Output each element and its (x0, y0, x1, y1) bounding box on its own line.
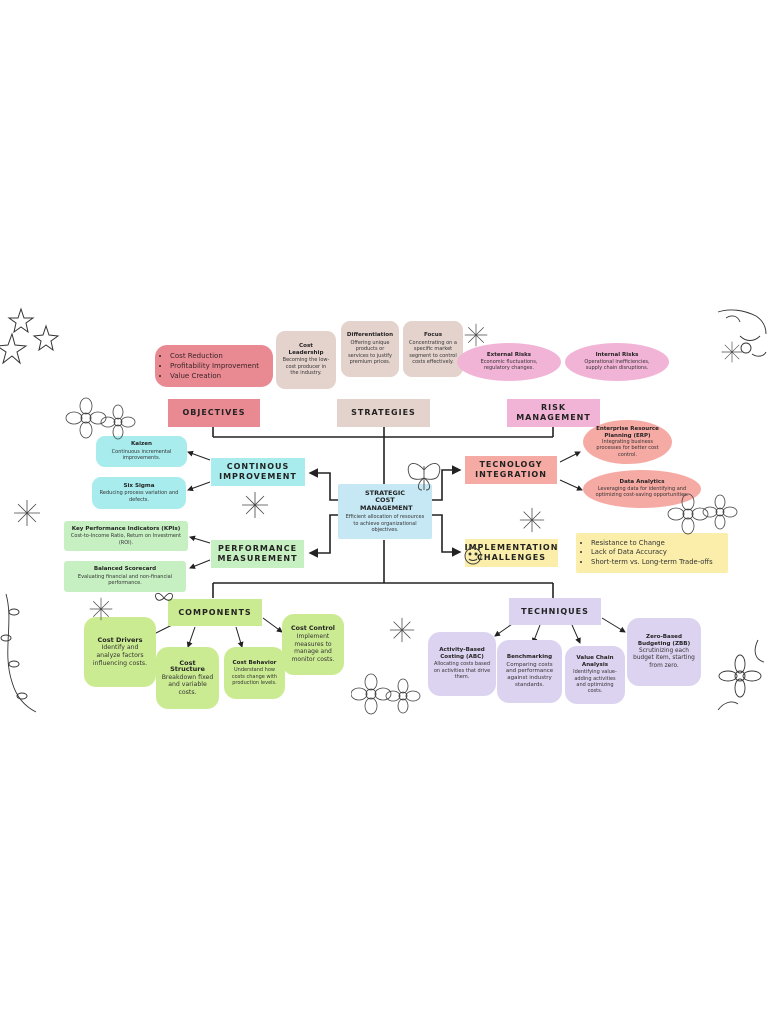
star-doodle-icon (0, 307, 60, 365)
performance-header: PERFORMANCE MEASUREMENT (211, 540, 304, 568)
continuous-desc: Continuous incremental improvements. (111, 448, 172, 462)
performance-card: Balanced Scorecard Evaluating financial … (64, 561, 186, 592)
strategy-card: Differentiation Offering unique products… (341, 321, 399, 377)
components-header: COMPONENTS (168, 599, 262, 626)
strategy-desc: Becoming the low-cost producer in the in… (282, 357, 330, 377)
flower-doodle-icon (351, 673, 421, 715)
component-card: Cost Structure Breakdown fixed and varia… (156, 647, 219, 709)
strategies-header: STRATEGIES (337, 399, 430, 427)
continuous-desc: Reducing process variation and defects. (99, 490, 179, 503)
component-title: Cost Drivers (97, 635, 143, 644)
component-desc: Implement measures to manage and monitor… (291, 633, 335, 663)
performance-card: Key Performance Indicators (KPIs) Cost-t… (64, 521, 188, 551)
sparkle-doodle-icon (519, 507, 545, 533)
technique-desc: Comparing costs and performance against … (505, 661, 554, 689)
component-title: Cost Control (291, 624, 335, 632)
technology-item: Data Analytics Leveraging data for ident… (583, 470, 701, 508)
component-card: Cost Control Implement measures to manag… (282, 614, 344, 675)
technique-desc: Allocating costs based on activities tha… (433, 661, 491, 681)
performance-desc: Cost-to-Income Ratio, Return on Investme… (70, 533, 182, 546)
technique-title: Zero-Based Budgeting (ZBB) (637, 634, 691, 647)
technique-card: Activity-Based Costing (ABC) Allocating … (428, 632, 496, 696)
technology-desc: Leveraging data for identifying and opti… (595, 485, 689, 499)
flower-doodle-icon (65, 397, 136, 440)
sparkle-doodle-icon (721, 341, 743, 363)
challenge-item: Lack of Data Accuracy (591, 548, 713, 558)
performance-title: Key Performance Indicators (KPIs) (71, 525, 181, 532)
technology-item: Enterprise Resource Planning (ERP) Integ… (583, 420, 672, 464)
risk-item: External Risks Economic fluctuations, re… (457, 343, 561, 381)
technique-card: Value Chain Analysis Identifying value-a… (565, 646, 625, 704)
strategy-title: Cost Leadership (288, 343, 324, 356)
technique-card: Zero-Based Budgeting (ZBB) Scrutinizing … (627, 618, 701, 686)
continuous-card: Kaizen Continuous incremental improvemen… (96, 436, 187, 467)
risk-desc: Operational inefficiencies, supply chain… (584, 358, 650, 372)
strategy-title: Differentiation (346, 332, 394, 339)
flower-doodle-icon (667, 493, 738, 535)
objective-item: Value Creation (170, 371, 259, 381)
butterfly-doodle-icon (407, 463, 441, 491)
objective-item: Profitability Improvement (170, 361, 259, 371)
technique-card: Benchmarking Comparing costs and perform… (497, 640, 562, 703)
technique-title: Benchmarking (506, 654, 553, 661)
strategy-card: Focus Concentrating on a specific market… (403, 321, 463, 377)
component-title: Cost Behavior (232, 659, 277, 666)
component-card: Cost Behavior Understand how costs chang… (224, 647, 285, 699)
component-desc: Identify and analyze factors influencing… (92, 644, 148, 667)
strategy-desc: Concentrating on a specific market segme… (409, 339, 457, 366)
sparkle-doodle-icon (14, 500, 40, 526)
technology-header: TECNOLOGY INTEGRATION (465, 456, 557, 484)
risk-title: Internal Risks (595, 352, 639, 359)
sparkle-doodle-icon (464, 323, 488, 347)
risk-header: RISK MANAGEMENT (507, 399, 600, 427)
implementation-list: Resistance to Change Lack of Data Accura… (576, 533, 728, 573)
technique-title: Activity-Based Costing (ABC) (439, 647, 485, 660)
performance-title: Balanced Scorecard (93, 566, 157, 573)
continuous-title: Six Sigma (123, 482, 155, 489)
continuous-card: Six Sigma Reducing process variation and… (92, 477, 186, 509)
continuous-title: Kaizen (130, 441, 153, 448)
objectives-list: Cost Reduction Profitability Improvement… (155, 345, 273, 387)
bow-doodle-icon (155, 592, 173, 601)
center-description: Efficient allocation of resources to ach… (345, 514, 425, 533)
center-title: STRATEGIC COST MANAGEMENT (360, 488, 413, 512)
sparkle-doodle-icon (389, 617, 415, 643)
risk-title: External Risks (486, 352, 532, 359)
sparkle-doodle-icon (89, 597, 113, 621)
center-node: STRATEGIC COST MANAGEMENT Efficient allo… (338, 484, 432, 539)
techniques-header: TECHNIQUES (509, 598, 601, 625)
floral-corner-doodle-icon (717, 639, 765, 711)
objectives-header: OBJECTIVES (168, 399, 260, 427)
performance-desc: Evaluating financial and non-financial p… (77, 573, 173, 587)
technology-title: Enterprise Resource Planning (ERP) (596, 426, 659, 439)
strategy-title: Focus (423, 332, 443, 339)
challenge-item: Short-term vs. Long-term Trade-offs (591, 558, 713, 568)
technique-desc: Scrutinizing each budget item, starting … (633, 648, 695, 669)
component-desc: Understand how costs change with product… (231, 667, 278, 686)
face-doodle-icon (464, 547, 482, 565)
objective-item: Cost Reduction (170, 351, 259, 361)
component-desc: Breakdown fixed and variable costs. (161, 673, 214, 696)
component-card: Cost Drivers Identify and analyze factor… (84, 617, 156, 687)
strategy-desc: Offering unique products or services to … (348, 339, 392, 366)
component-title: Cost Structure (170, 658, 205, 674)
risk-desc: Economic fluctuations, regulatory change… (480, 358, 538, 372)
challenge-item: Resistance to Change (591, 539, 713, 549)
strategy-card: Cost Leadership Becoming the low-cost pr… (276, 331, 336, 389)
technology-title: Data Analytics (619, 479, 665, 486)
risk-item: Internal Risks Operational inefficiencie… (565, 343, 669, 381)
floral-corner-doodle-icon (717, 309, 767, 357)
technology-desc: Integrating business processes for bette… (596, 439, 659, 458)
sparkle-doodle-icon (242, 492, 268, 518)
vine-doodle-icon (0, 593, 37, 713)
technique-desc: Identifying value-adding activities and … (573, 669, 617, 695)
continuous-header: CONTINOUS IMPROVEMENT (211, 458, 305, 486)
technique-title: Value Chain Analysis (576, 655, 614, 668)
